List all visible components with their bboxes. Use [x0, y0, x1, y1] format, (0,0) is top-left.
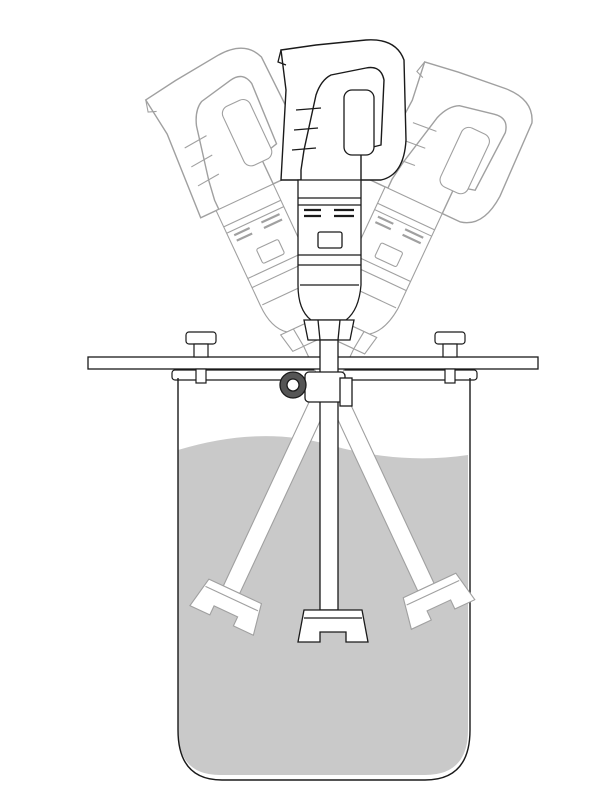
knob-right: [434, 331, 466, 384]
pot: [177, 378, 471, 781]
knob-left: [185, 331, 217, 384]
clamp: [279, 371, 353, 407]
support-bar: [87, 356, 539, 370]
